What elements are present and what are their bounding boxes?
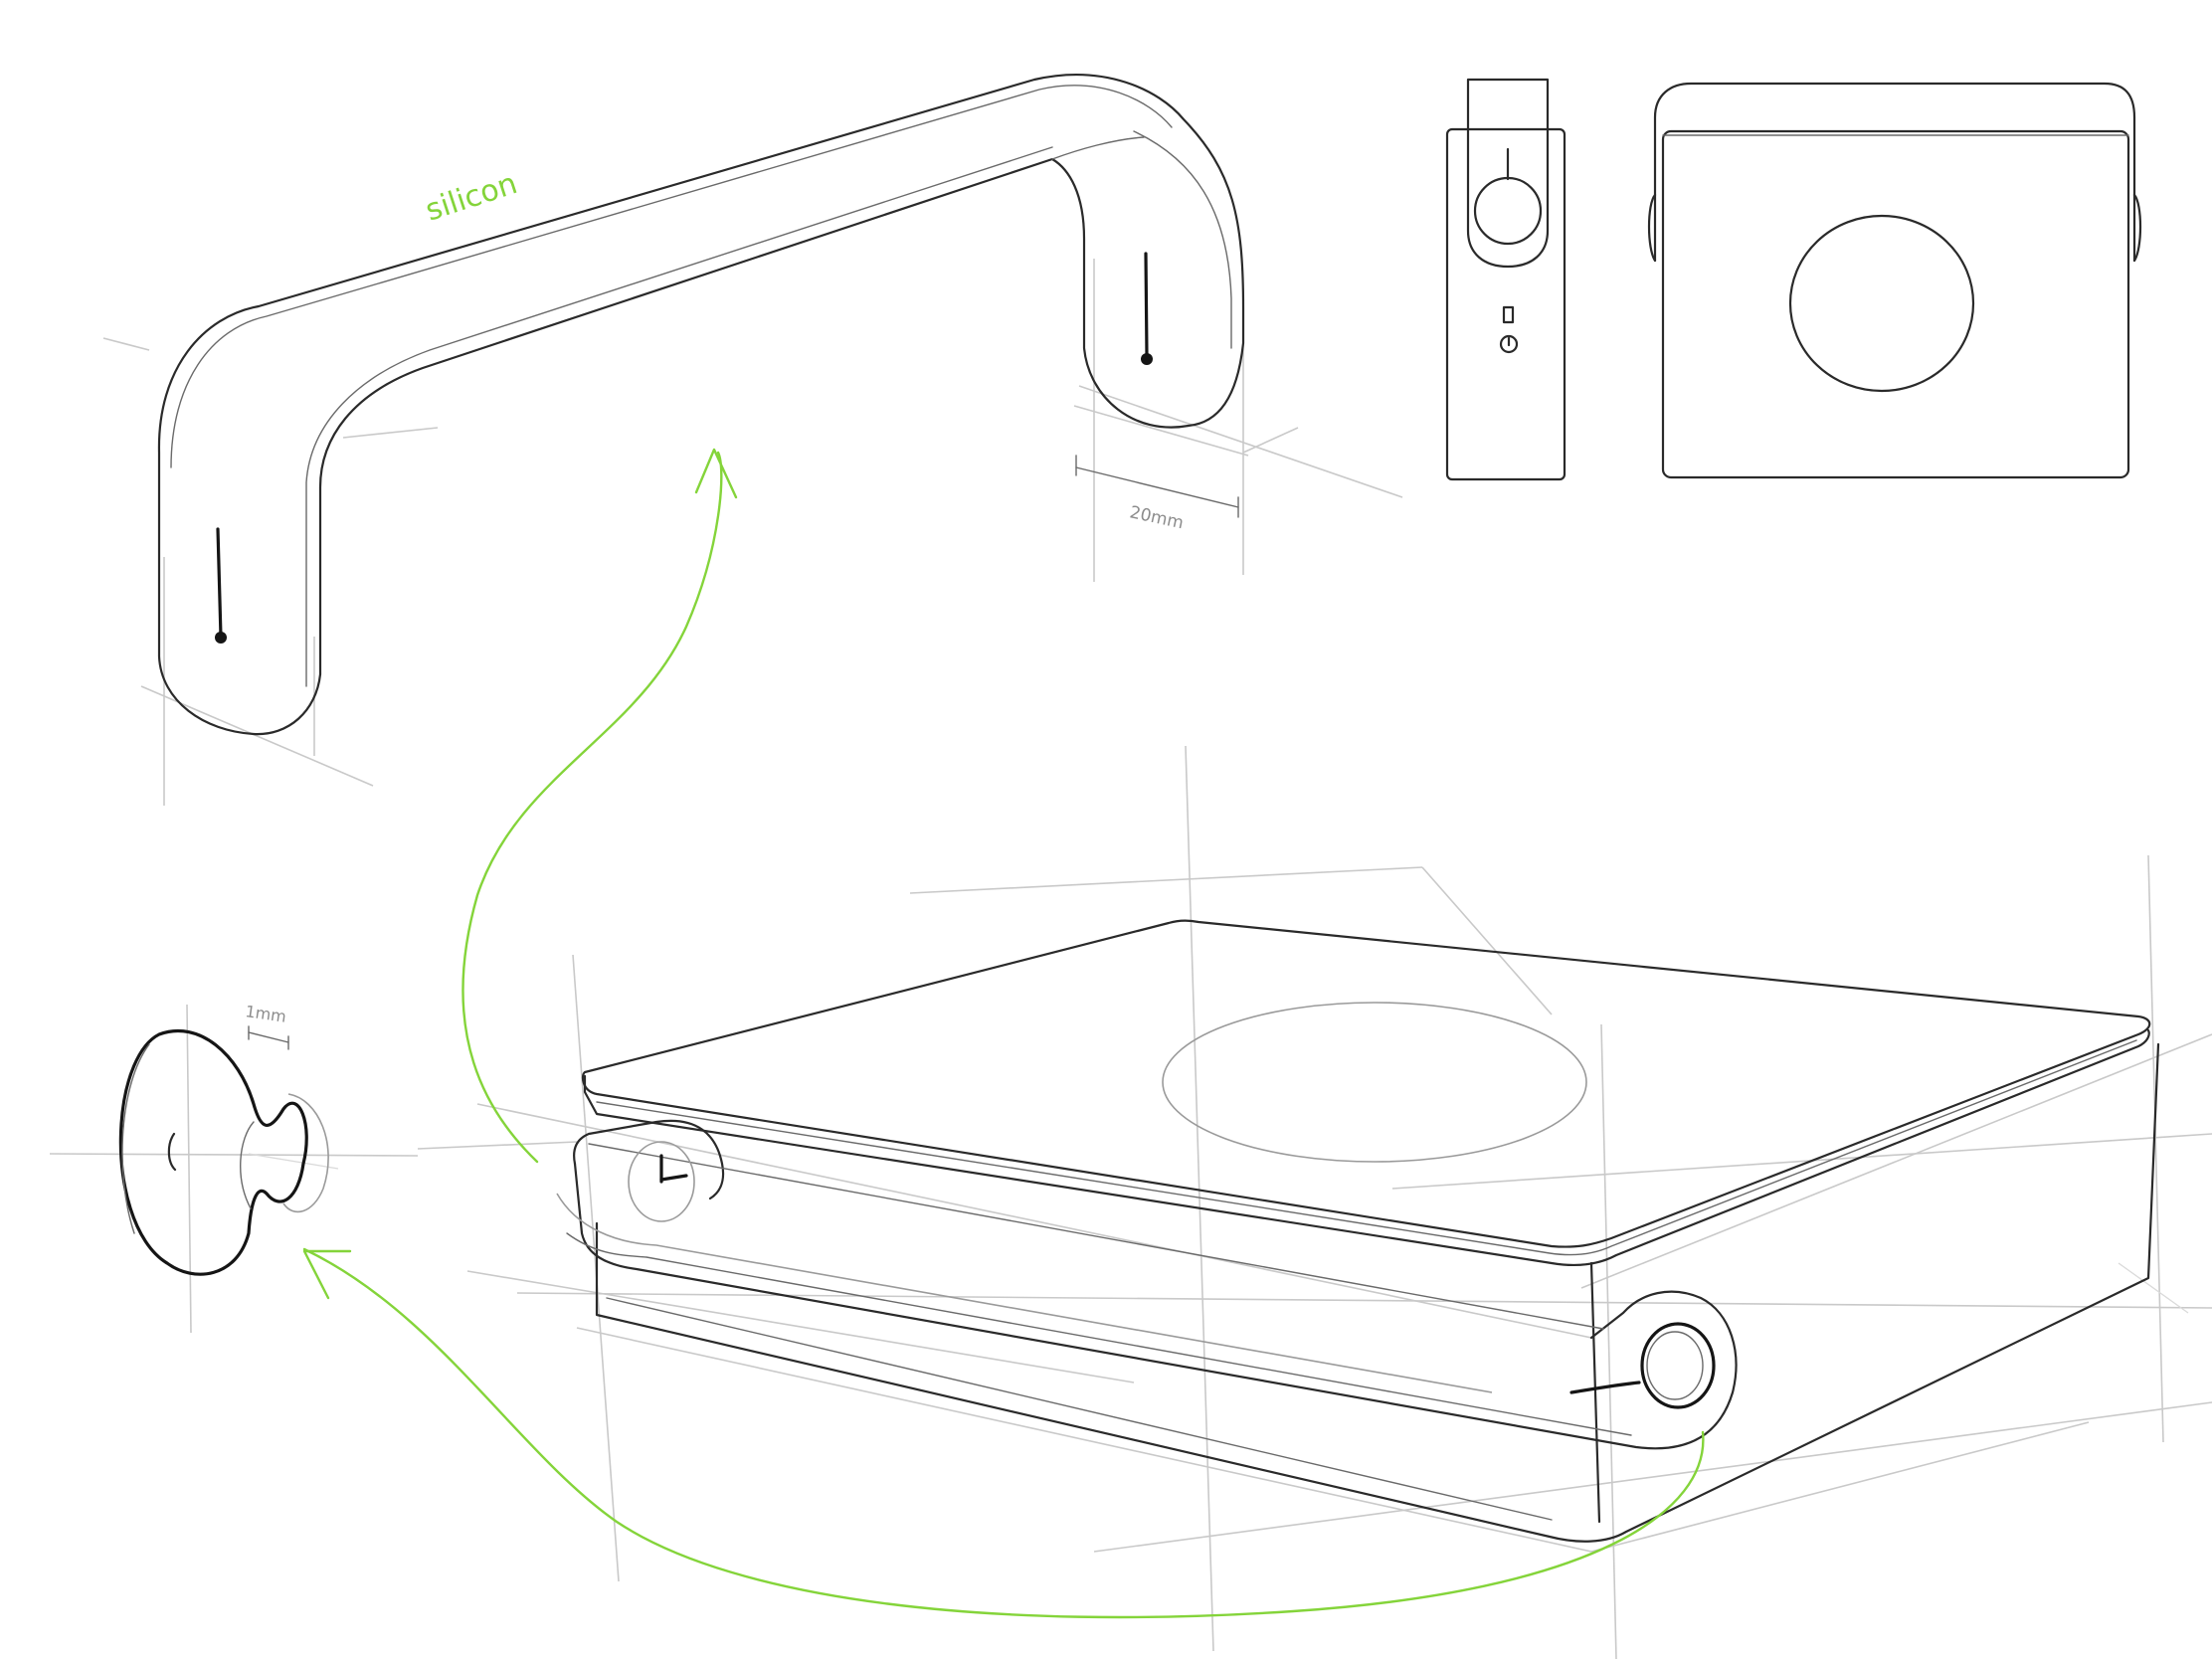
top-view-body — [1661, 129, 2130, 479]
side-view-handle-band — [1466, 78, 1550, 269]
material-label: silicon — [422, 166, 522, 228]
handle-sketch: 20mm silicon — [102, 74, 1403, 806]
arrow-to-knob-detail — [302, 1247, 1705, 1619]
side-view-body — [1445, 127, 1567, 481]
handle-pin-right — [1141, 353, 1153, 365]
top-view-charging-pad — [1788, 214, 1975, 393]
clearance-label: 1mm — [244, 1002, 287, 1026]
handle-slot-right — [1144, 252, 1149, 358]
device-perspective-sketch — [417, 745, 2212, 1659]
arrow-to-handle — [461, 451, 723, 1164]
device-handle-band — [573, 1162, 1738, 1450]
device-base-edge — [1589, 1261, 1601, 1524]
top-view-handle — [1653, 82, 2136, 263]
handle-width-dimension: 20mm — [1075, 455, 1239, 533]
handle-inner-edge-lower — [305, 146, 1053, 687]
handle-outer-outline — [157, 74, 1245, 736]
device-construction-lines — [417, 745, 2212, 1659]
knob-disc-outline — [118, 1028, 308, 1276]
device-lid-side — [583, 1028, 2150, 1267]
side-view-sketch — [1445, 78, 1567, 481]
handle-slot-left — [216, 527, 223, 639]
device-base-outline — [595, 1042, 2160, 1543]
arrow-to-handle-head — [694, 448, 738, 499]
handle-inner-edge — [170, 85, 1173, 468]
side-view-port-icon — [1502, 305, 1515, 324]
top-view-sketch — [1647, 82, 2142, 479]
green-annotation-arrows — [302, 448, 1705, 1619]
device-knob-left — [628, 1141, 695, 1222]
handle-pin-left — [215, 632, 227, 644]
device-lid-top — [581, 919, 2151, 1248]
handle-width-label: 20mm — [1128, 502, 1186, 533]
arrow-to-knob-detail-head — [302, 1249, 352, 1300]
device-handle-slot-right — [1569, 1381, 1641, 1394]
device-charging-pad — [1162, 1002, 1587, 1163]
side-view-knob — [1473, 176, 1543, 246]
device-knob-right — [1640, 1322, 1716, 1409]
handle-construction-lines — [102, 259, 1403, 806]
handle-inner-edge-right — [1133, 130, 1232, 349]
power-icon — [1499, 334, 1519, 354]
